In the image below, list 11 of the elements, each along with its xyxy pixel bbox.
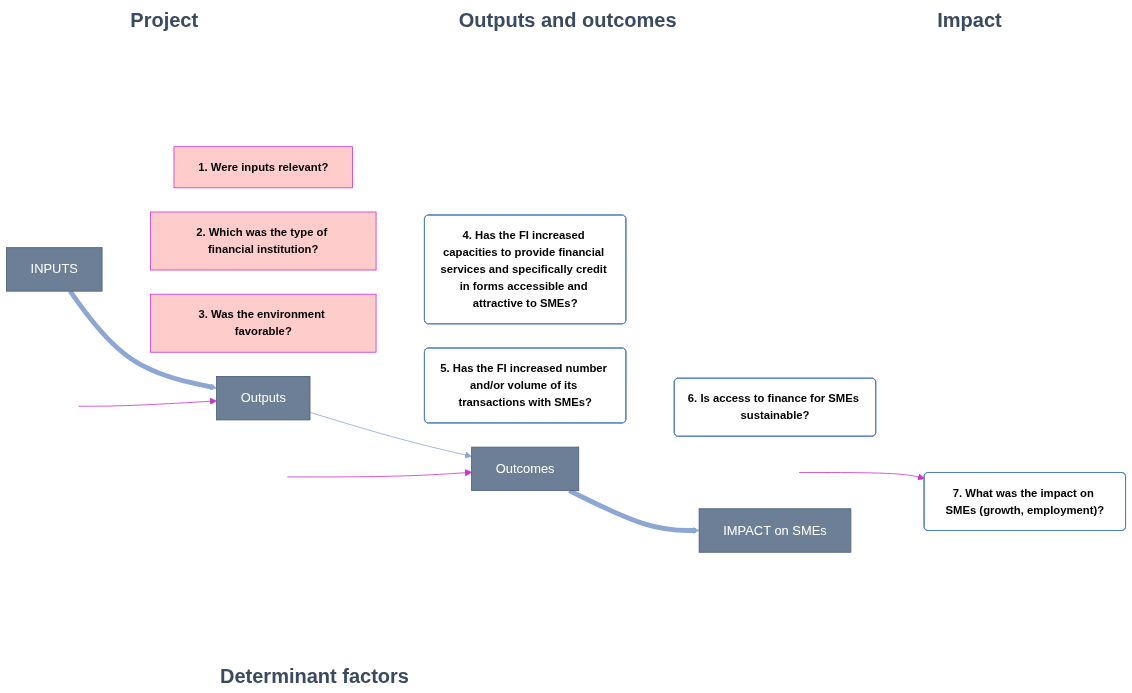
node-box: IMPACT on SMEs xyxy=(698,508,852,553)
section-heading: Outputs and outcomes xyxy=(458,8,677,32)
node-box: INPUTS xyxy=(6,247,103,292)
node-box: 3. Was the environment favorable? xyxy=(150,293,377,353)
node-box: 2. Which was the type of financial institution? xyxy=(150,211,377,271)
node-box: Outputs xyxy=(216,376,311,421)
node-box: Outcomes xyxy=(471,446,580,492)
section-heading: Determinant factors xyxy=(220,664,409,688)
section-heading: Project xyxy=(130,8,199,32)
section-heading: Impact xyxy=(937,8,1002,32)
node-box: 1. Were inputs relevant? xyxy=(173,146,353,189)
